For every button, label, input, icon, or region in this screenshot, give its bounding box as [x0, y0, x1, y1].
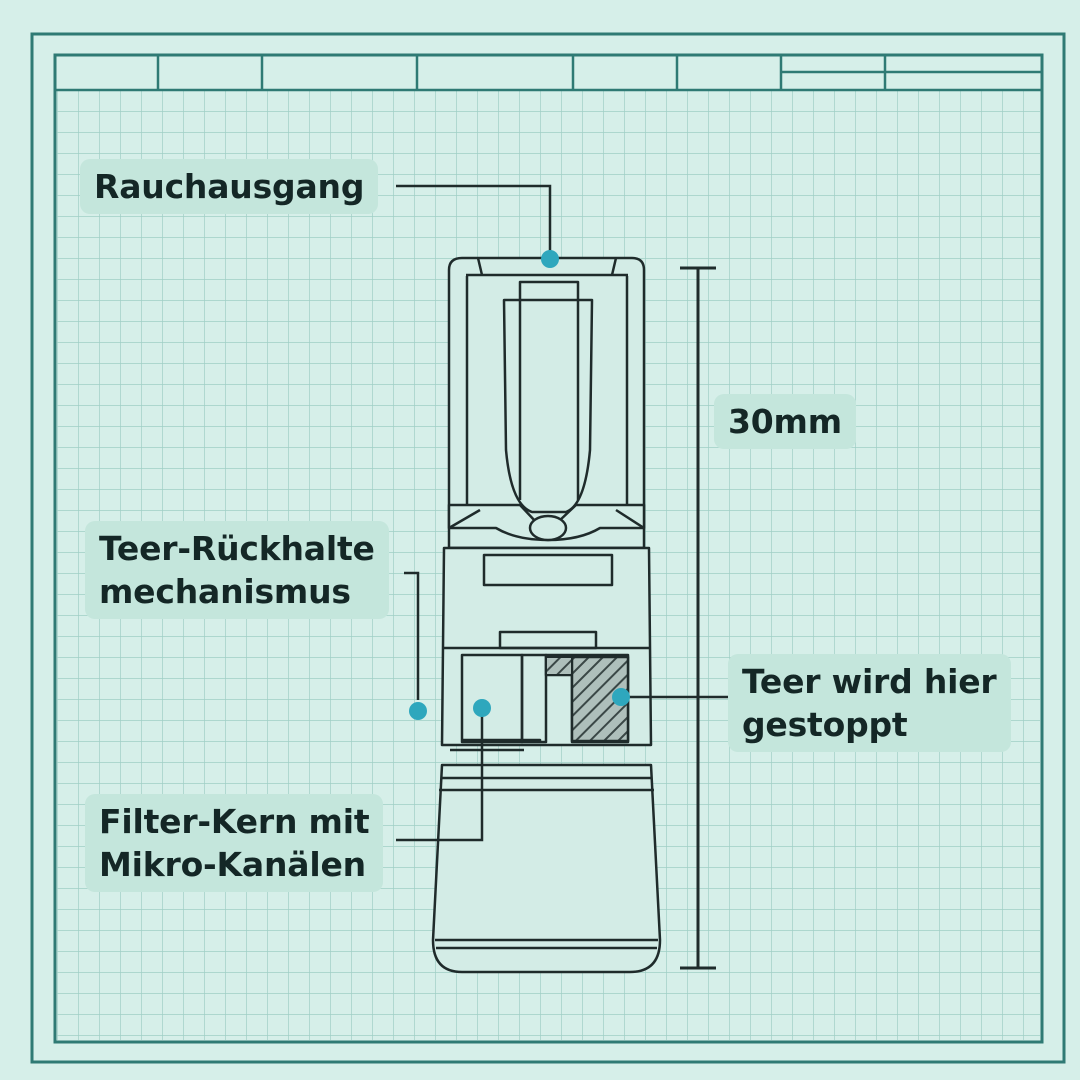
label-tar-retention: Teer-Rückhalte mechanismus — [85, 521, 389, 619]
label-dimension: 30mm — [714, 394, 856, 449]
markers — [409, 250, 630, 720]
top-inner-wall — [465, 276, 629, 505]
mid-window — [482, 553, 614, 587]
filter-bottom-shell — [431, 763, 662, 974]
leader-lines — [396, 184, 732, 842]
label-filter-core: Filter-Kern mit Mikro-Kanälen — [85, 794, 384, 892]
marker-tar-stopped — [612, 688, 630, 706]
dimension-line — [680, 266, 716, 970]
label-smoke-exit: Rauchausgang — [80, 159, 379, 214]
valve-ball — [528, 514, 568, 542]
leader-smoke-exit — [396, 184, 552, 258]
label-tar-stopped: Teer wird hier gestoppt — [728, 654, 1011, 752]
title-block — [55, 55, 1042, 92]
marker-filter-core — [473, 699, 491, 717]
leader-tar-retention — [404, 571, 420, 700]
marker-smoke-exit — [541, 250, 559, 268]
center-post — [520, 653, 548, 744]
inner-frame — [53, 53, 1044, 1044]
outer-frame — [30, 32, 1066, 1064]
filter-outline — [431, 256, 662, 974]
leader-filter-core — [396, 708, 484, 842]
outlet-channel — [502, 280, 594, 514]
marker-tar-retention — [409, 702, 427, 720]
